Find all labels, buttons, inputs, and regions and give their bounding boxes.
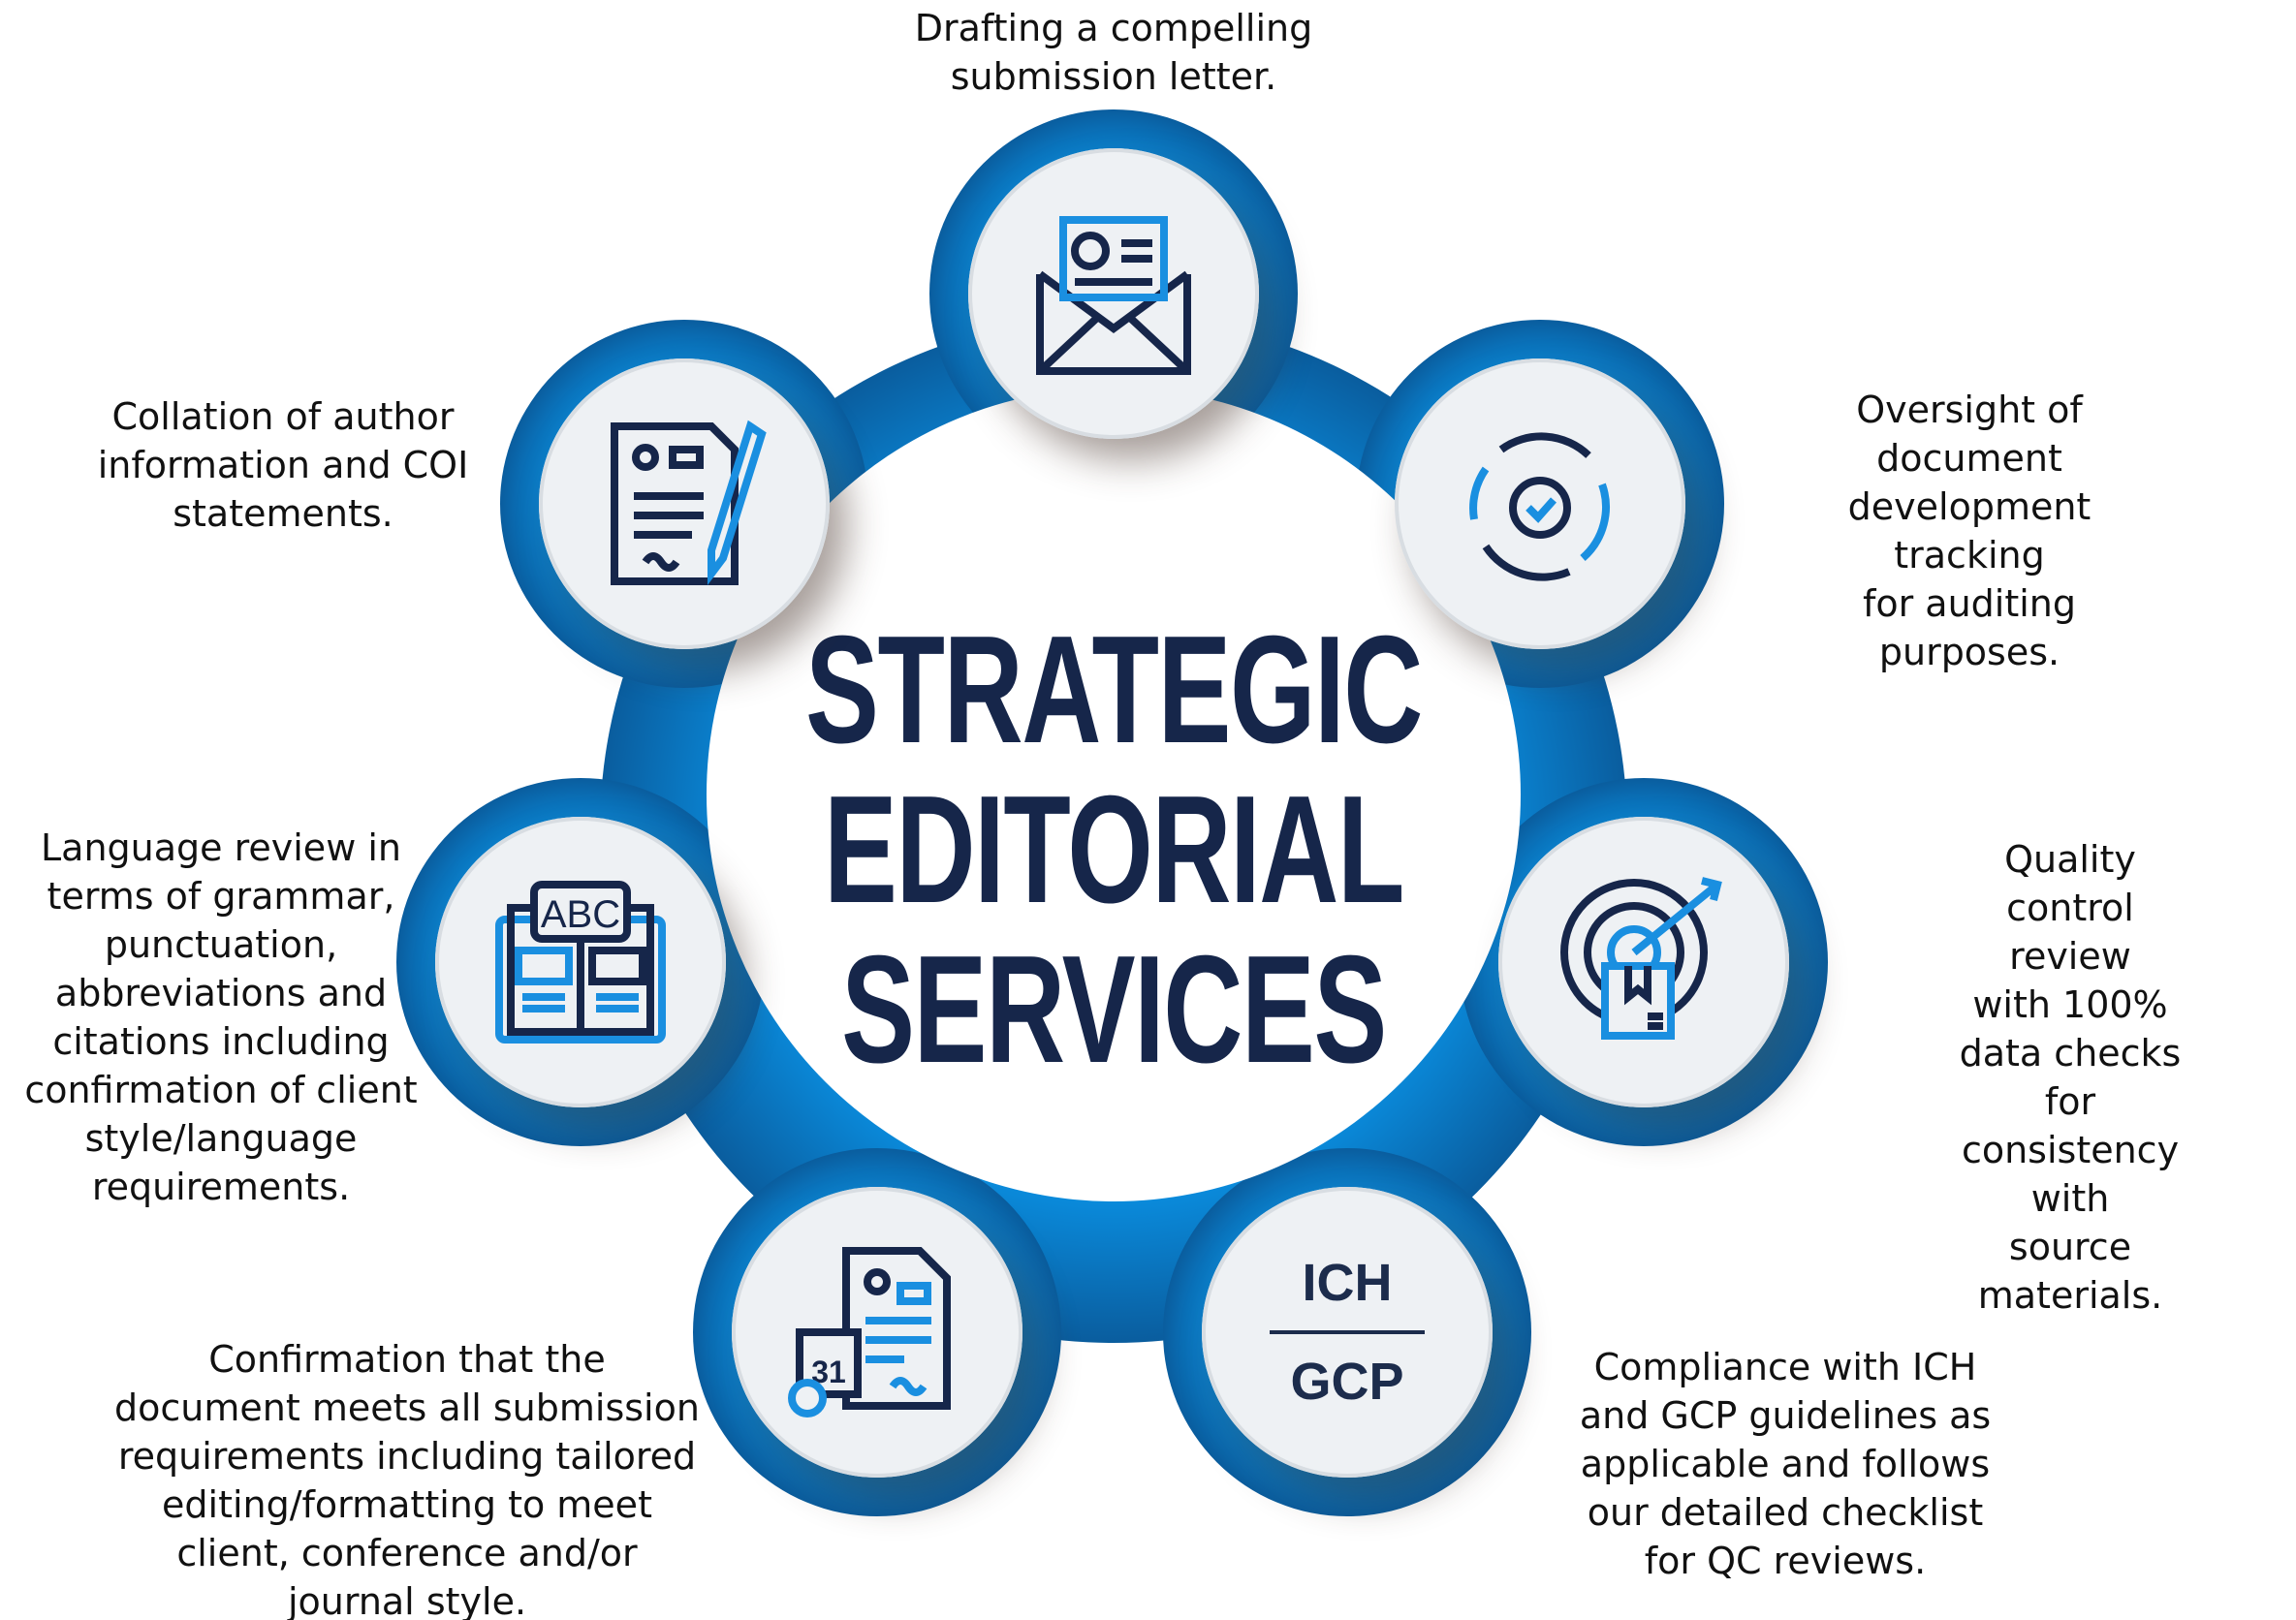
svg-text:ABC: ABC [541,893,620,936]
node-tracking [1395,358,1685,649]
label-tracking: Oversight of document development tracki… [1847,389,2092,673]
node-submission-letter [968,148,1259,439]
abc-book-icon: ABC [495,881,666,1044]
cycle-arrows-check-icon [1469,432,1610,581]
node-compliance: ICH GCP [1202,1187,1493,1478]
label-author-info: Collation of author information and COI … [97,395,469,535]
label-submission-requirements: Confirmation that the document meets all… [114,1338,700,1620]
ich-text: ICH [1302,1254,1393,1312]
label-quality-control: Quality control review with 100% data ch… [1959,838,2182,1317]
label-language-review: Language review in terms of grammar, pun… [24,826,418,1208]
document-pen-icon [611,420,767,585]
node-submission-requirements: 31 [732,1187,1022,1478]
title-line-3: SERVICES [841,924,1387,1095]
node-quality-control [1498,817,1789,1107]
calendar-document-icon: 31 [788,1247,951,1418]
title-line-2: EDITORIAL [823,764,1404,935]
node-author-info [539,358,830,649]
ich-gcp-icon: ICH GCP [1270,1257,1425,1408]
label-submission-letter: Drafting a compelling submission letter. [914,7,1313,98]
main-title: STRATEGIC EDITORIAL SERVICES [805,605,1423,1095]
node-language-review: ABC [435,817,726,1107]
title-line-1: STRATEGIC [805,605,1423,775]
gcp-text: GCP [1290,1353,1404,1411]
target-arrow-box-icon [1560,877,1722,1040]
label-compliance: Compliance with ICH and GCP guidelines a… [1579,1346,1992,1582]
envelope-letter-icon [1036,216,1191,375]
